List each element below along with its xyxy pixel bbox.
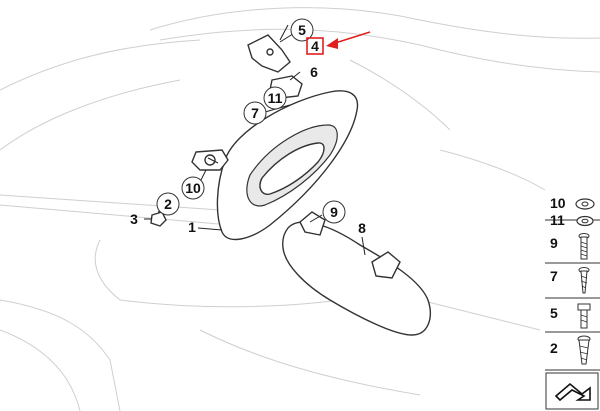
svg-text:10: 10 [185,180,201,196]
svg-text:1: 1 [188,219,196,235]
highlight-arrow [326,31,371,49]
svg-text:7: 7 [251,105,259,121]
svg-text:10: 10 [550,195,566,211]
bracket [247,34,291,73]
svg-text:5: 5 [298,22,306,38]
car-interior-outline [0,7,600,411]
legend-item-9: 9 [550,233,590,260]
svg-text:8: 8 [358,220,366,236]
svg-text:6: 6 [310,64,318,80]
direction-arrow-icon [545,372,599,410]
callout-1: 1 [188,219,196,235]
callout-4: 4 [306,37,324,55]
legend-item-11: 11 [550,212,594,228]
sun-visor-right [282,211,431,336]
callout-9: 9 [322,200,346,224]
svg-text:11: 11 [550,212,565,228]
screw-icon [577,335,591,365]
callout-5: 5 [290,18,314,42]
callout-3: 3 [130,211,138,227]
washer-icon [575,198,595,210]
svg-text:7: 7 [550,268,558,284]
callout-7: 7 [243,101,267,125]
screw-icon [578,233,590,260]
callout-6: 6 [310,64,318,80]
svg-text:2: 2 [164,196,172,212]
legend-item-2: 2 [550,335,591,365]
washer-icon [576,215,594,227]
svg-text:4: 4 [311,38,319,54]
leader-lines [144,24,366,256]
svg-text:9: 9 [550,235,558,251]
screw-icon [577,303,591,329]
callout-11: 11 [263,86,287,110]
svg-text:9: 9 [330,204,338,220]
callout-8: 8 [358,220,366,236]
parts-legend: 10 11 9 7 [545,195,600,410]
callout-2: 2 [156,192,180,216]
svg-text:3: 3 [130,211,138,227]
svg-text:11: 11 [268,90,283,106]
screw-icon [578,267,590,294]
callout-10: 10 [181,176,205,200]
legend-item-5: 5 [550,303,591,329]
legend-item-7: 7 [550,267,590,294]
sun-visor-left [216,90,359,241]
visor-mount [191,149,229,171]
svg-text:2: 2 [550,340,558,356]
legend-item-10: 10 [550,195,595,211]
svg-text:5: 5 [550,305,558,321]
